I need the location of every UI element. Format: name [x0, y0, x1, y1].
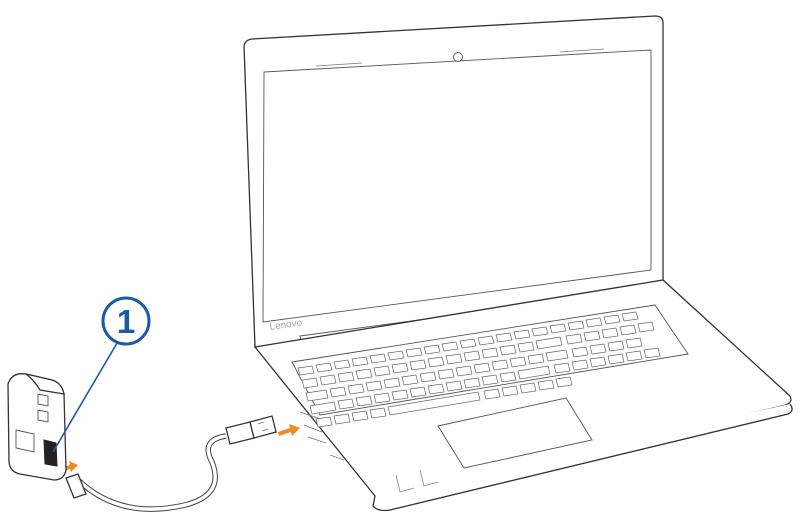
callout-number: 1	[117, 303, 135, 340]
device-button	[16, 430, 34, 452]
usb-plug	[226, 422, 254, 444]
micro-usb-plug	[66, 474, 86, 498]
usb-plug-metal	[250, 416, 276, 438]
usb-cable-icon	[66, 416, 276, 509]
device-side-button	[38, 394, 48, 406]
laptop-port-arrow	[278, 424, 300, 436]
laptop-icon: Lenovo	[244, 16, 792, 511]
garmin-device-icon	[8, 374, 66, 480]
device-usb-port	[44, 440, 57, 466]
device-side-button	[38, 410, 48, 422]
callout-circle-icon: 1	[53, 298, 149, 452]
webcam-icon	[454, 53, 463, 62]
